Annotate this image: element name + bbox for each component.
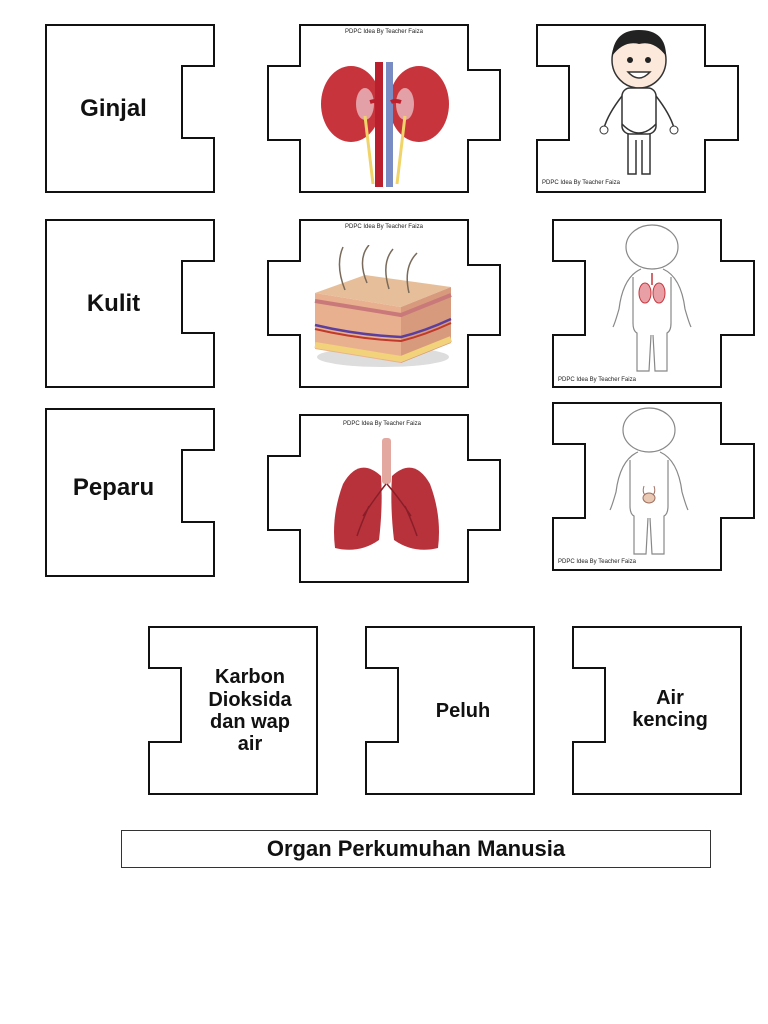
kidney-image — [321, 62, 449, 187]
credit-text: PDPC Idea By Teacher Faiza — [345, 29, 423, 35]
product-name: Air kencing — [632, 686, 708, 731]
card-outline — [267, 24, 501, 193]
lungs-image — [334, 438, 439, 550]
card-outline — [552, 402, 755, 571]
product-name: Karbon Dioksida dan wap air — [208, 666, 292, 756]
organ-name-card-ginjal[interactable]: Ginjal — [45, 24, 217, 194]
body-outline-bladder-image — [609, 407, 689, 555]
credit-text: PDPC Idea By Teacher Faiza — [542, 180, 620, 186]
body-card-bladder[interactable]: PDPC Idea By Teacher Faiza — [552, 402, 756, 572]
card-outline — [267, 414, 501, 583]
boy-image — [599, 30, 679, 175]
card-outline — [45, 408, 215, 577]
card-outline — [148, 626, 318, 795]
organ-name: Peparu — [72, 473, 155, 501]
credit-text: PDPC Idea By Teacher Faiza — [343, 421, 421, 427]
organ-name: Kulit — [86, 289, 141, 317]
card-outline — [572, 626, 742, 795]
skin-image — [314, 245, 453, 367]
credit-text: PDPC Idea By Teacher Faiza — [558, 377, 636, 383]
organ-name-card-peparu[interactable]: Peparu — [45, 408, 217, 578]
organ-name-card-kulit[interactable]: Kulit — [45, 219, 217, 389]
card-outline — [365, 626, 535, 795]
organ-image-card-lungs[interactable]: PDPC Idea By Teacher Faiza — [267, 414, 502, 584]
product-card-peluh[interactable]: Peluh — [365, 626, 537, 796]
page-title: Organ Perkumuhan Manusia — [121, 830, 711, 868]
product-card-air-kencing[interactable]: Air kencing — [572, 626, 744, 796]
body-outline-lungs-image — [612, 224, 692, 372]
card-outline — [45, 24, 215, 193]
body-card-boy[interactable]: PDPC Idea By Teacher Faiza — [536, 24, 740, 194]
body-card-lungs[interactable]: PDPC Idea By Teacher Faiza — [552, 219, 756, 389]
product-name: Peluh — [435, 699, 491, 722]
card-outline — [552, 219, 755, 388]
card-outline — [45, 219, 215, 388]
organ-image-card-kidney[interactable]: PDPC Idea By Teacher Faiza — [267, 24, 502, 194]
credit-text: PDPC Idea By Teacher Faiza — [558, 559, 636, 565]
product-card-karbon-dioksida[interactable]: Karbon Dioksida dan wap air — [148, 626, 320, 796]
organ-name: Ginjal — [80, 94, 147, 122]
credit-text: PDPC Idea By Teacher Faiza — [345, 224, 423, 230]
organ-image-card-skin[interactable]: PDPC Idea By Teacher Faiza — [267, 219, 502, 389]
